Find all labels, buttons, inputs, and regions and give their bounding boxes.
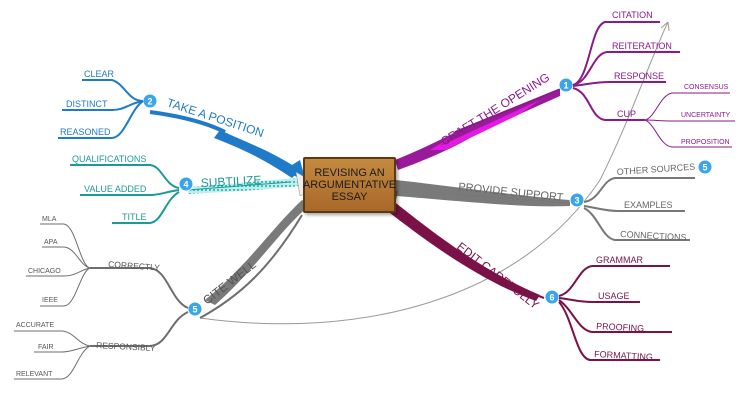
central-topic[interactable]: REVISING AN ARGUMENTATIVE ESSAY [303, 157, 396, 213]
relationship-arrowhead [660, 21, 670, 32]
leaf-connector [34, 345, 91, 353]
subtopic-reiteration[interactable]: REITERATION [612, 41, 672, 51]
leaf-connector [42, 246, 91, 269]
subtopic-number-badge: 5 [697, 159, 713, 175]
subtopic-clear[interactable]: CLEAR [84, 69, 115, 79]
leaf-accurate[interactable]: ACCURATE [16, 322, 54, 329]
subtopic-cup[interactable]: CUP [617, 109, 636, 119]
leaf-ieee[interactable]: IEEE [42, 297, 58, 304]
leaf-connector [40, 223, 91, 269]
subtopic-connector [583, 177, 695, 203]
branch-connector [205, 200, 310, 305]
subtopic-connector [572, 87, 645, 121]
leaf-fair[interactable]: FAIR [38, 344, 54, 351]
badge-number: 3 [574, 196, 579, 206]
subtopic-distinct[interactable]: DISTINCT [66, 99, 108, 109]
subtopic-reasoned[interactable]: REASONED [60, 127, 111, 137]
leaf-uncertainty[interactable]: UNCERTAINTY [681, 112, 730, 119]
branch-underline [187, 181, 291, 191]
leaf-relevant[interactable]: RELEVANT [16, 371, 53, 378]
branch-number-badge: 4 [178, 176, 194, 192]
branch-number-badge: 2 [142, 93, 158, 109]
branch-underline [199, 214, 303, 319]
subtopic-correctly[interactable]: CORRECTLY [108, 259, 161, 273]
leaf-consensus[interactable]: CONSENSUS [684, 84, 729, 91]
leaf-connector [14, 330, 91, 347]
subtopic-connector [558, 265, 670, 297]
branch-provide-support[interactable]: 3 PROVIDE SUPPORT OTHER SOURCES 5 EXAMPL… [396, 159, 713, 242]
branch-label: SUBTILIZE [200, 173, 261, 190]
branch-underline [454, 87, 564, 133]
subtopic-connector [80, 189, 180, 196]
badge-number: 2 [147, 97, 152, 107]
subtopic-title[interactable]: TITLE [122, 212, 147, 222]
subtopic-connector [90, 267, 189, 309]
subtopic-connector [90, 311, 189, 347]
branch-label: EDIT CAREFULLY [454, 239, 542, 312]
badge-number: 5 [702, 163, 707, 173]
branch-cite-well[interactable]: 5 CITE WELL CORRECTLY RESPONSIBLY MLA AP… [14, 200, 310, 380]
branch-number-badge: 5 [187, 301, 203, 317]
subtopic-connector [572, 21, 660, 86]
badge-number: 4 [183, 180, 188, 190]
badge-number: 1 [563, 81, 568, 91]
subtopic-responsibly[interactable]: RESPONSIBLY [96, 340, 156, 353]
subtopic-grammar[interactable]: GRAMMAR [596, 255, 644, 265]
branch-underline [399, 211, 545, 299]
leaf-proposition[interactable]: PROPOSITION [681, 139, 730, 146]
leaf-connector [644, 92, 730, 121]
branch-underline [149, 110, 226, 134]
leaf-mla[interactable]: MLA [42, 216, 57, 223]
leaf-connector [644, 119, 735, 122]
subtopic-qualifications[interactable]: QUALIFICATIONS [72, 154, 146, 164]
subtopic-connector [583, 207, 690, 241]
badge-number: 6 [549, 293, 554, 303]
subtopic-connector [58, 100, 144, 139]
leaf-connector [26, 267, 91, 277]
subtopic-connector [583, 205, 685, 212]
leaf-apa[interactable]: APA [44, 239, 58, 246]
branch-number-badge: 6 [544, 289, 560, 305]
branch-subtilize[interactable]: 4 SUBTILIZE QUALIFICATIONS VALUE ADDED T… [70, 154, 300, 224]
subtopic-connector [558, 299, 672, 333]
subtopic-connector [112, 191, 180, 224]
central-topic-label: REVISING AN ARGUMENTATIVE ESSAY [302, 167, 397, 203]
branch-highlight [430, 100, 540, 150]
subtopic-connector [558, 297, 640, 303]
badge-number: 5 [192, 305, 197, 315]
subtopic-value-added[interactable]: VALUE ADDED [84, 184, 147, 194]
subtopic-connector [62, 100, 144, 111]
subtopic-formatting[interactable]: FORMATTING [594, 349, 653, 362]
leaf-chicago[interactable]: CHICAGO [28, 268, 61, 275]
branch-number-badge: 3 [569, 192, 585, 208]
branch-underline [449, 193, 571, 204]
branch-number-badge: 1 [558, 77, 574, 93]
branch-connector [214, 130, 300, 178]
subtopic-examples[interactable]: EXAMPLES [624, 200, 673, 210]
subtopic-other-sources[interactable]: OTHER SOURCES [616, 162, 695, 177]
subtopic-usage[interactable]: USAGE [598, 291, 630, 301]
subtopic-connector [70, 164, 180, 189]
subtopic-connector [572, 51, 680, 86]
relationship-line[interactable] [199, 21, 669, 325]
branch-label: CRAFT THE OPENING [438, 70, 552, 148]
branch-craft-the-opening[interactable]: 1 CRAFT THE OPENING CITATION REITERATION… [395, 10, 735, 170]
leaf-connector [14, 345, 91, 380]
subtopic-citation[interactable]: CITATION [612, 10, 653, 20]
subtopic-connector [572, 81, 666, 87]
subtopic-connector [82, 79, 144, 102]
subtopic-connector [558, 301, 660, 361]
subtopic-proofing[interactable]: PROOFING [596, 321, 644, 333]
subtopic-response[interactable]: RESPONSE [614, 71, 664, 81]
leaf-connector [644, 119, 732, 148]
branch-edit-carefully[interactable]: 6 EDIT CAREFULLY GRAMMAR USAGE PROOFING … [386, 200, 672, 362]
leaf-connector [40, 267, 91, 307]
subtopic-connections[interactable]: CONNECTIONS [620, 229, 687, 242]
